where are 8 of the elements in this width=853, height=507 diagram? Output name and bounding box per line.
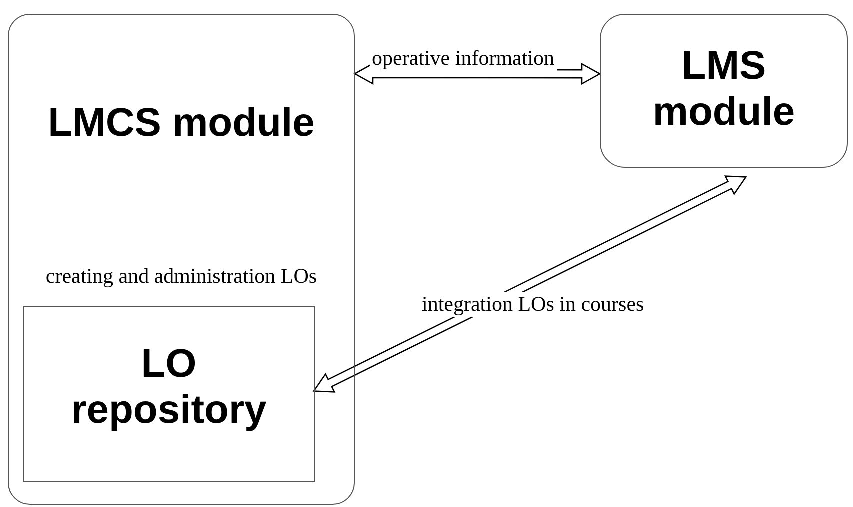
module-box	[600, 14, 848, 168]
repository-title: LO repository	[70, 341, 268, 433]
module-title: LMCS module	[47, 100, 316, 146]
panel-caption: creating and administration LOs	[44, 264, 318, 290]
edge-label: integration LOs in courses	[420, 292, 646, 317]
module-title: LMS module	[652, 43, 796, 135]
repository-box	[23, 306, 315, 482]
module-panel	[8, 14, 355, 505]
